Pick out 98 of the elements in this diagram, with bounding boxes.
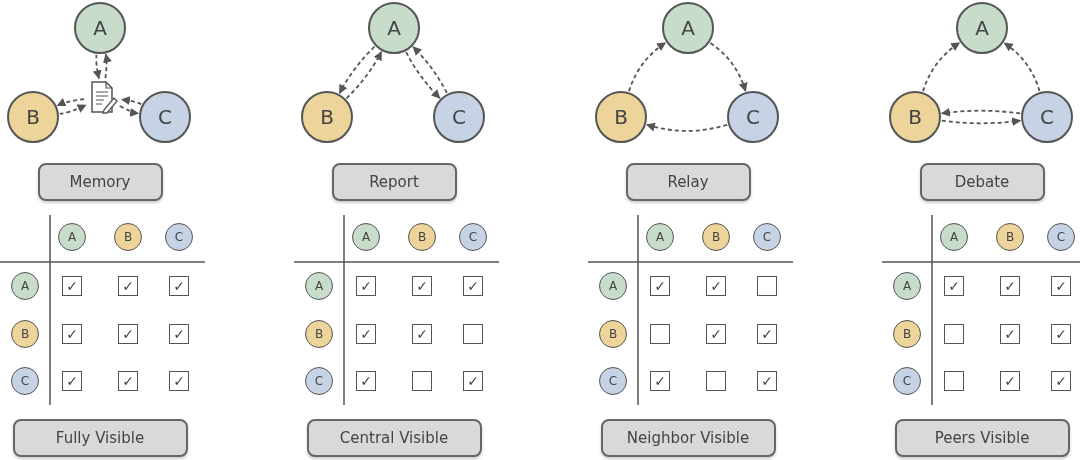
dashed-arrow	[120, 96, 143, 106]
checkbox: ✓	[356, 371, 376, 391]
checkbox: ✓	[118, 371, 138, 391]
name-label: Debate	[919, 163, 1045, 201]
dashed-arrow	[940, 107, 1022, 117]
dashed-arrow	[58, 104, 87, 115]
dashed-arrow	[412, 46, 448, 94]
agent-circle: C	[459, 223, 487, 251]
checkbox: ✓	[412, 324, 432, 344]
agent-circle: A	[662, 2, 714, 54]
checkbox: ✓	[1000, 324, 1020, 344]
checkbox: ✓	[356, 276, 376, 296]
agent-circle: B	[301, 91, 353, 143]
dashed-arrow	[1003, 42, 1041, 92]
checkbox: ✓	[757, 324, 777, 344]
checkbox: ✓	[1000, 371, 1020, 391]
agent-circle: A	[74, 2, 126, 54]
checkbox: ✓	[463, 371, 483, 391]
agent-circle: A	[940, 223, 968, 251]
dashed-arrow	[92, 53, 102, 80]
name-label: Report	[331, 163, 457, 201]
agent-circle: C	[753, 223, 781, 251]
agent-circle: B	[889, 91, 941, 143]
checkbox	[706, 371, 726, 391]
agent-circle: A	[11, 272, 39, 300]
agent-circle: C	[11, 367, 39, 395]
agent-circle: A	[58, 223, 86, 251]
checkbox: ✓	[62, 276, 82, 296]
dashed-arrow	[338, 45, 376, 94]
name-label: Memory	[37, 163, 163, 201]
checkbox: ✓	[169, 276, 189, 296]
dashed-arrow	[922, 41, 961, 93]
checkbox	[412, 371, 432, 391]
agent-circle: A	[352, 223, 380, 251]
checkbox: ✓	[1000, 276, 1020, 296]
checkbox: ✓	[706, 276, 726, 296]
document-icon	[90, 80, 118, 114]
agent-circle: B	[599, 320, 627, 348]
checkbox: ✓	[118, 324, 138, 344]
dashed-arrow	[102, 53, 112, 80]
checkbox: ✓	[1051, 371, 1071, 391]
checkbox	[757, 276, 777, 296]
checkbox	[944, 371, 964, 391]
checkbox: ✓	[62, 324, 82, 344]
dashed-arrow	[118, 105, 140, 117]
checkbox	[650, 324, 670, 344]
agent-circle: A	[599, 272, 627, 300]
agent-circle: B	[893, 320, 921, 348]
checkbox	[944, 324, 964, 344]
checkbox	[463, 324, 483, 344]
checkbox: ✓	[650, 371, 670, 391]
dashed-arrow	[56, 98, 85, 107]
name-label: Neighbor Visible	[600, 419, 776, 457]
agent-circle: A	[368, 2, 420, 54]
name-label: Fully Visible	[12, 419, 188, 457]
dashed-arrow	[345, 51, 383, 100]
dashed-arrow	[645, 122, 729, 132]
agent-circle: B	[996, 223, 1024, 251]
agent-circle: A	[956, 2, 1008, 54]
dashed-arrow	[628, 41, 667, 93]
name-label: Peers Visible	[894, 419, 1070, 457]
agent-circle: B	[595, 91, 647, 143]
agent-circle: C	[893, 367, 921, 395]
checkbox: ✓	[118, 276, 138, 296]
agent-circle: B	[114, 223, 142, 251]
checkbox: ✓	[356, 324, 376, 344]
checkbox: ✓	[706, 324, 726, 344]
agent-circle: B	[702, 223, 730, 251]
agent-circle: C	[1047, 223, 1075, 251]
dashed-arrow	[709, 42, 748, 92]
agent-circle: B	[7, 91, 59, 143]
agent-circle: C	[139, 91, 191, 143]
name-label: Relay	[625, 163, 751, 201]
agent-circle: A	[893, 272, 921, 300]
checkbox: ✓	[412, 276, 432, 296]
checkbox: ✓	[944, 276, 964, 296]
agent-circle: C	[165, 223, 193, 251]
checkbox: ✓	[757, 371, 777, 391]
agent-circle: C	[433, 91, 485, 143]
agent-circle: A	[646, 223, 674, 251]
checkbox: ✓	[463, 276, 483, 296]
checkbox: ✓	[169, 371, 189, 391]
checkbox: ✓	[169, 324, 189, 344]
agent-circle: A	[305, 272, 333, 300]
agent-circle: C	[1021, 91, 1073, 143]
agent-circle: C	[599, 367, 627, 395]
agent-circle: B	[305, 320, 333, 348]
agent-circle: B	[11, 320, 39, 348]
name-label: Central Visible	[306, 419, 482, 457]
dashed-arrow	[405, 51, 441, 99]
checkbox: ✓	[650, 276, 670, 296]
dashed-arrow	[940, 117, 1022, 127]
checkbox: ✓	[62, 371, 82, 391]
agent-circle: C	[305, 367, 333, 395]
checkbox: ✓	[1051, 324, 1071, 344]
agent-circle: C	[727, 91, 779, 143]
checkbox: ✓	[1051, 276, 1071, 296]
agent-circle: B	[408, 223, 436, 251]
